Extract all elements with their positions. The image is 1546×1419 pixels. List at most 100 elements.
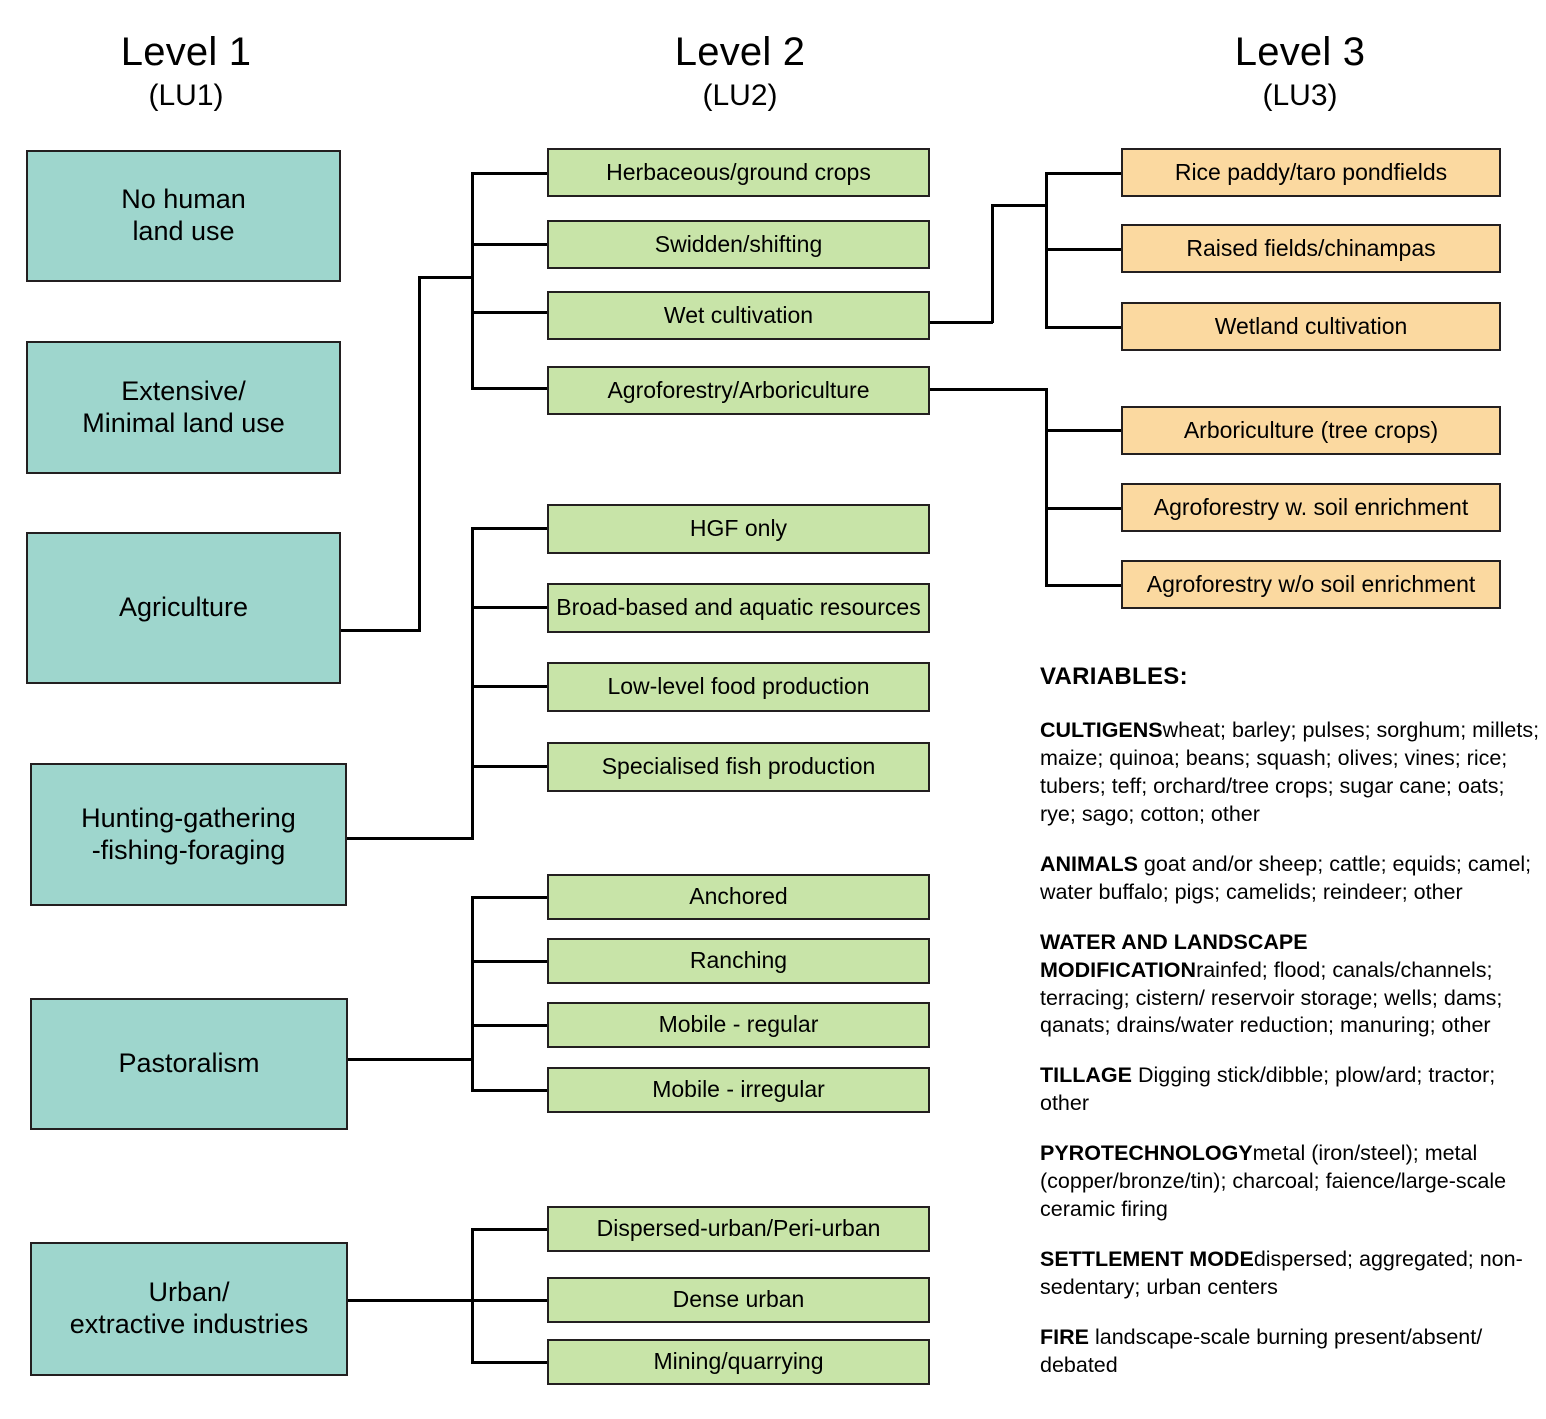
node-level2-specialised-fish-production[interactable]: Specialised fish production: [547, 742, 930, 792]
connector-treegroup-branch-3: [1045, 584, 1123, 587]
node-level2-mobile-regular[interactable]: Mobile - regular: [547, 1002, 930, 1048]
variable-settlement-mode-label: SETTLEMENT MODE: [1040, 1247, 1254, 1272]
variable-tillage: TILLAGE Digging stick/dibble; plow/ard; …: [1040, 1062, 1540, 1118]
variable-pyrotechnology-label: PYROTECHNOLOGY: [1040, 1141, 1253, 1166]
node-level3-arboriculture-tree-crops[interactable]: Arboriculture (tree crops): [1121, 406, 1501, 455]
node-label: HGF only: [689, 515, 788, 542]
variable-tillage-label: TILLAGE: [1040, 1063, 1132, 1088]
connector-hgf-branch-1: [471, 527, 549, 530]
variable-pyrotechnology-text: metal (iron/steel); metal (copper/bronze…: [1040, 1141, 1507, 1222]
node-level1-pastoralism[interactable]: Pastoralism: [30, 998, 348, 1130]
node-level2-mining-quarrying[interactable]: Mining/quarrying: [547, 1339, 930, 1385]
connector-wetgroup-branch-2: [1045, 248, 1123, 251]
variable-cultigens-text: wheat; barley; pulses; sorghum; millets;…: [1040, 718, 1540, 826]
node-level2-ranching[interactable]: Ranching: [547, 938, 930, 984]
node-level2-agroforestry-arboriculture[interactable]: Agroforestry/Arboriculture: [547, 366, 930, 415]
node-level2-low-level-food-production[interactable]: Low-level food production: [547, 662, 930, 712]
node-level1-extensive-minimal[interactable]: Extensive/Minimal land use: [26, 341, 341, 474]
column-header-level3-subtitle: (LU3): [1262, 79, 1338, 112]
node-label: Extensive/Minimal land use: [82, 375, 285, 438]
node-level3-rice-paddy-taro-pondfields[interactable]: Rice paddy/taro pondfields: [1121, 148, 1501, 197]
node-label: Mobile - regular: [658, 1011, 819, 1038]
connector-urban-branch-2: [471, 1299, 549, 1302]
connector-agriculture-trunk: [341, 629, 421, 632]
node-level3-agroforestry-without-soil-enrichment[interactable]: Agroforestry w/o soil enrichment: [1121, 560, 1501, 609]
variable-fire: FIRE landscape-scale burning present/abs…: [1040, 1324, 1540, 1380]
node-level1-hunting-gathering[interactable]: Hunting-gathering-fishing-foraging: [30, 763, 347, 906]
node-label: Wetland cultivation: [1214, 312, 1408, 339]
node-level3-agroforestry-with-soil-enrichment[interactable]: Agroforestry w. soil enrichment: [1121, 483, 1501, 532]
node-label: Broad-based and aquatic resources: [556, 594, 921, 621]
variable-animals-text: goat and/or sheep; cattle; equids; camel…: [1040, 851, 1532, 904]
node-label: Agriculture: [118, 592, 249, 623]
node-level2-wet-cultivation[interactable]: Wet cultivation: [547, 291, 930, 340]
node-level3-wetland-cultivation[interactable]: Wetland cultivation: [1121, 302, 1501, 351]
node-label: Dispersed-urban/Peri-urban: [596, 1215, 881, 1242]
node-label: Raised fields/chinampas: [1186, 234, 1436, 261]
node-label: Agroforestry/Arboriculture: [607, 376, 870, 403]
node-level1-urban-extractive[interactable]: Urban/extractive industries: [30, 1242, 348, 1376]
connector-agri-branch-2: [471, 243, 549, 246]
variable-animals-label: ANIMALS: [1040, 851, 1138, 876]
node-label: Urban/extractive industries: [69, 1277, 309, 1339]
connector-agroforestry-riser: [1045, 388, 1048, 586]
variable-water-landscape-modification-text: rainfed; flood; canals/channels; terraci…: [1040, 957, 1503, 1038]
column-header-level2-subtitle: (LU2): [702, 79, 778, 112]
connector-urban-group-spine: [471, 1229, 474, 1363]
node-label: Dense urban: [672, 1286, 805, 1313]
connector-urban-trunk: [348, 1299, 474, 1302]
connector-agri-branch-1: [471, 172, 549, 175]
connector-pastoralism-trunk: [348, 1058, 474, 1061]
node-level2-hgf-only[interactable]: HGF only: [547, 504, 930, 554]
node-level2-anchored[interactable]: Anchored: [547, 874, 930, 920]
connector-pastoralism-branch-4: [471, 1089, 549, 1092]
node-label: Anchored: [689, 883, 788, 910]
connector-pastoralism-branch-2: [471, 960, 549, 963]
variable-water-landscape-modification: WATER AND LANDSCAPE MODIFICATIONrainfed;…: [1040, 929, 1540, 1041]
connector-wet-cultivation-to-group: [991, 204, 1047, 207]
connector-agriculture-spine: [418, 277, 421, 631]
connector-agri-branch-4: [471, 387, 549, 390]
variable-cultigens: CULTIGENSwheat; barley; pulses; sorghum;…: [1040, 717, 1540, 829]
connector-hgf-trunk: [347, 837, 474, 840]
connector-pastoralism-branch-1: [471, 896, 549, 899]
node-level2-swidden-shifting[interactable]: Swidden/shifting: [547, 220, 930, 269]
node-level2-dispersed-urban-peri-urban[interactable]: Dispersed-urban/Peri-urban: [547, 1206, 930, 1252]
column-header-level1-subtitle: (LU1): [148, 79, 224, 112]
connector-wet-cultivation-riser: [991, 205, 994, 323]
node-level2-broad-based-aquatic[interactable]: Broad-based and aquatic resources: [547, 583, 930, 633]
node-label: Pastoralism: [118, 1048, 260, 1079]
node-label: Mobile - irregular: [652, 1076, 825, 1103]
node-level3-raised-fields-chinampas[interactable]: Raised fields/chinampas: [1121, 224, 1501, 273]
node-level1-agriculture[interactable]: Agriculture: [26, 532, 341, 684]
variable-cultigens-label: CULTIGENS: [1040, 718, 1163, 742]
connector-agriculture-to-group: [418, 276, 474, 279]
connector-wet-cultivation-out: [928, 321, 993, 324]
variable-tillage-text: Digging stick/dibble; plow/ard; tractor;…: [1040, 1063, 1496, 1116]
node-label: Ranching: [689, 947, 788, 974]
connector-pastoralism-group-spine: [471, 897, 474, 1091]
connector-agroforestry-out: [928, 388, 1047, 391]
variable-water-landscape-modification-label: WATER AND LANDSCAPE MODIFICATION: [1040, 929, 1308, 982]
connector-hgf-branch-4: [471, 765, 549, 768]
variables-panel: VARIABLES: CULTIGENSwheat; barley; pulse…: [1040, 663, 1540, 1402]
connector-agri-group-spine: [471, 173, 474, 389]
column-header-level2: Level 2 (LU2): [580, 32, 900, 111]
column-header-level1-title: Level 1: [120, 30, 252, 74]
connector-urban-branch-3: [471, 1361, 549, 1364]
node-label: Herbaceous/ground crops: [606, 158, 871, 185]
connector-treegroup-branch-1: [1045, 429, 1123, 432]
node-level2-herbaceous-ground-crops[interactable]: Herbaceous/ground crops: [547, 148, 930, 197]
variable-fire-label: FIRE: [1040, 1324, 1089, 1349]
connector-hgf-branch-3: [471, 685, 549, 688]
connector-pastoralism-branch-3: [471, 1024, 549, 1027]
node-level2-dense-urban[interactable]: Dense urban: [547, 1277, 930, 1323]
node-level2-mobile-irregular[interactable]: Mobile - irregular: [547, 1067, 930, 1113]
connector-hgf-group-spine: [471, 528, 474, 840]
node-label: Mining/quarrying: [653, 1348, 824, 1375]
connector-wetgroup-branch-3: [1045, 326, 1123, 329]
column-header-level3: Level 3 (LU3): [1140, 32, 1460, 111]
